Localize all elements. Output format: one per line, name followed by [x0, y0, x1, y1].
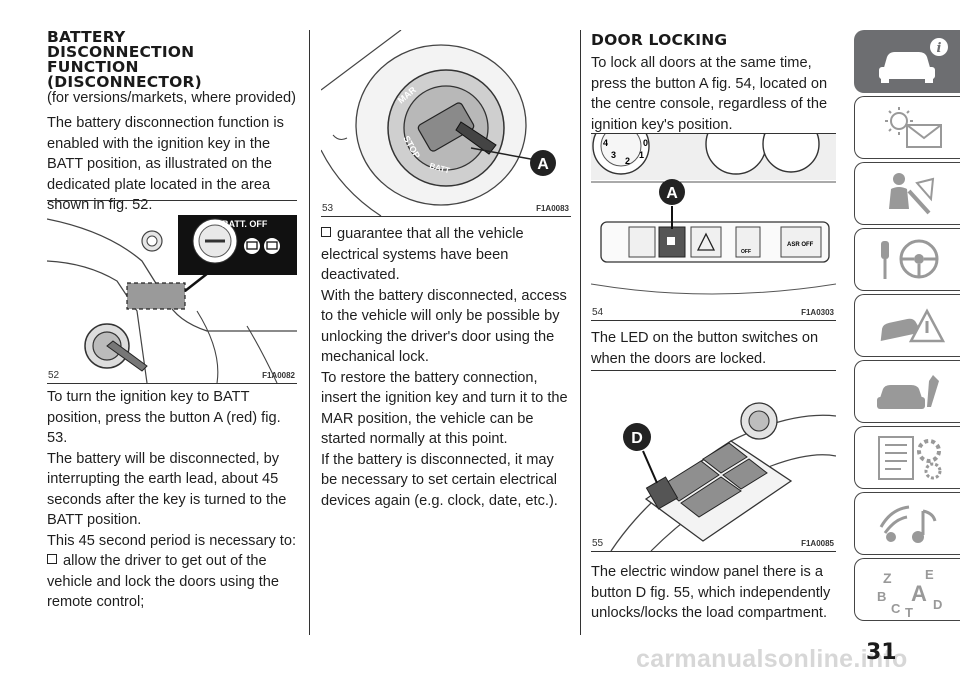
- section-heading-door-locking: DOOR LOCKING: [591, 31, 728, 49]
- figure-53-illustration: MAR STOP BATT A: [321, 30, 556, 216]
- figure-54: 4 3 2 1 0 OFF ASR OFF A 54 F1A0303: [591, 133, 836, 321]
- svg-text:i: i: [937, 41, 942, 56]
- figure-55-illustration: D: [610, 402, 836, 551]
- restore-line: If the battery is disconnected, it may b…: [321, 451, 558, 509]
- figure-55-number: 55: [592, 538, 604, 549]
- switch-label-asr-off: ASR OFF: [787, 242, 814, 248]
- plate-label: BATT. OFF: [222, 219, 268, 229]
- bullet-text: guarantee that all the vehicle electrica…: [321, 226, 524, 283]
- callout-d: D: [631, 430, 643, 447]
- section-heading-battery: BATTERY DISCONNECTION FUNCTION (DISCONNE…: [47, 28, 297, 91]
- procedure-line: This 45 second period is necessary to:: [47, 532, 297, 549]
- figure-52-number: 52: [48, 370, 60, 381]
- tab-servicing[interactable]: [854, 360, 960, 423]
- bullet-box-icon: [321, 227, 331, 237]
- bullet-item: guarantee that all the vehicle electrica…: [321, 224, 571, 286]
- battery-restore-text: guarantee that all the vehicle electrica…: [321, 224, 571, 511]
- car-info-icon: i: [879, 38, 948, 83]
- heading-line: (DISCONNECTOR): [47, 73, 202, 91]
- dial-number: 2: [625, 156, 630, 166]
- index-letter: T: [905, 605, 913, 619]
- switch-label-off: OFF: [741, 249, 751, 255]
- crash-warning-icon: [880, 308, 946, 343]
- figure-54-illustration: 4 3 2 1 0 OFF ASR OFF A: [591, 134, 836, 295]
- heading-line: DISCONNECTION: [47, 43, 195, 61]
- bullet-item: allow the driver to get out of the vehic…: [47, 551, 297, 613]
- figure-55: D 55 F1A0085: [591, 370, 836, 552]
- index-letter: Z: [883, 570, 892, 586]
- door-locking-paragraph: To lock all doors at the same time, pres…: [591, 55, 828, 133]
- figure-53-number: 53: [322, 203, 334, 214]
- battery-intro-paragraph: The battery disconnection function is en…: [47, 115, 284, 213]
- index-alphabet-icon: Z E B A D C T: [877, 567, 942, 619]
- tab-technical-data[interactable]: [854, 426, 960, 489]
- figure-52-code: F1A0082: [262, 371, 295, 380]
- bullet-box-icon: [47, 554, 57, 564]
- index-letter: D: [933, 597, 942, 612]
- key-steering-wheel-icon: [881, 239, 939, 279]
- tab-emergency[interactable]: [854, 294, 960, 357]
- dial-number: 4: [603, 138, 608, 148]
- figure-54-code: F1A0303: [801, 308, 834, 317]
- tab-starting-driving[interactable]: [854, 228, 960, 291]
- column-rule-1: [309, 30, 310, 635]
- figure-52: BATT. OFF 52 F1A0082: [47, 200, 297, 384]
- heading-line: BATTERY: [47, 28, 126, 46]
- figure-53-code: F1A0083: [536, 204, 569, 213]
- versions-note: (for versions/markets, where provided): [47, 90, 296, 106]
- figure-55-code: F1A0085: [801, 539, 834, 548]
- figure-54-number: 54: [592, 307, 604, 318]
- seatbelt-airbag-icon: [889, 173, 935, 215]
- led-paragraph: The LED on the button switches on when t…: [591, 330, 819, 367]
- index-letter: E: [925, 567, 934, 582]
- bullet-text: allow the driver to get out of the vehic…: [47, 553, 280, 610]
- battery-procedure-text: To turn the ignition key to BATT positio…: [47, 387, 297, 613]
- technical-data-icon: [878, 436, 942, 480]
- index-letter: C: [891, 601, 901, 616]
- callout-a: A: [666, 185, 678, 202]
- watermark: carmanualsonline.info: [636, 645, 908, 673]
- restore-line: With the battery disconnected, access to…: [321, 287, 567, 366]
- warning-lights-message-icon: [885, 107, 942, 148]
- dial-number: 1: [639, 150, 644, 160]
- multimedia-icon: [879, 505, 937, 543]
- page-number: 31: [866, 640, 897, 665]
- tab-safety[interactable]: [854, 162, 960, 225]
- tab-multimedia[interactable]: [854, 492, 960, 555]
- dial-number: 0: [643, 138, 648, 148]
- column-rule-2: [580, 30, 581, 635]
- tab-knowing-your-car[interactable]: i: [854, 30, 960, 93]
- figure-53: MAR STOP BATT A 53 F1A0083: [321, 30, 571, 217]
- dial-number: 3: [611, 150, 616, 160]
- window-panel-paragraph: The electric window panel there is a but…: [591, 564, 831, 621]
- procedure-line: To turn the ignition key to BATT positio…: [47, 389, 281, 446]
- tab-index[interactable]: Z E B A D C T: [854, 558, 960, 621]
- index-letter: A: [911, 581, 927, 606]
- figure-52-illustration: BATT. OFF: [47, 215, 297, 383]
- heading-line: FUNCTION: [47, 58, 139, 76]
- car-service-icon: [877, 375, 939, 409]
- index-letter: B: [877, 589, 886, 604]
- tab-warning-lights[interactable]: [854, 96, 960, 159]
- procedure-line: The battery will be disconnected, by int…: [47, 450, 287, 529]
- callout-a: A: [537, 156, 549, 173]
- restore-line: To restore the battery connection, inser…: [321, 369, 568, 448]
